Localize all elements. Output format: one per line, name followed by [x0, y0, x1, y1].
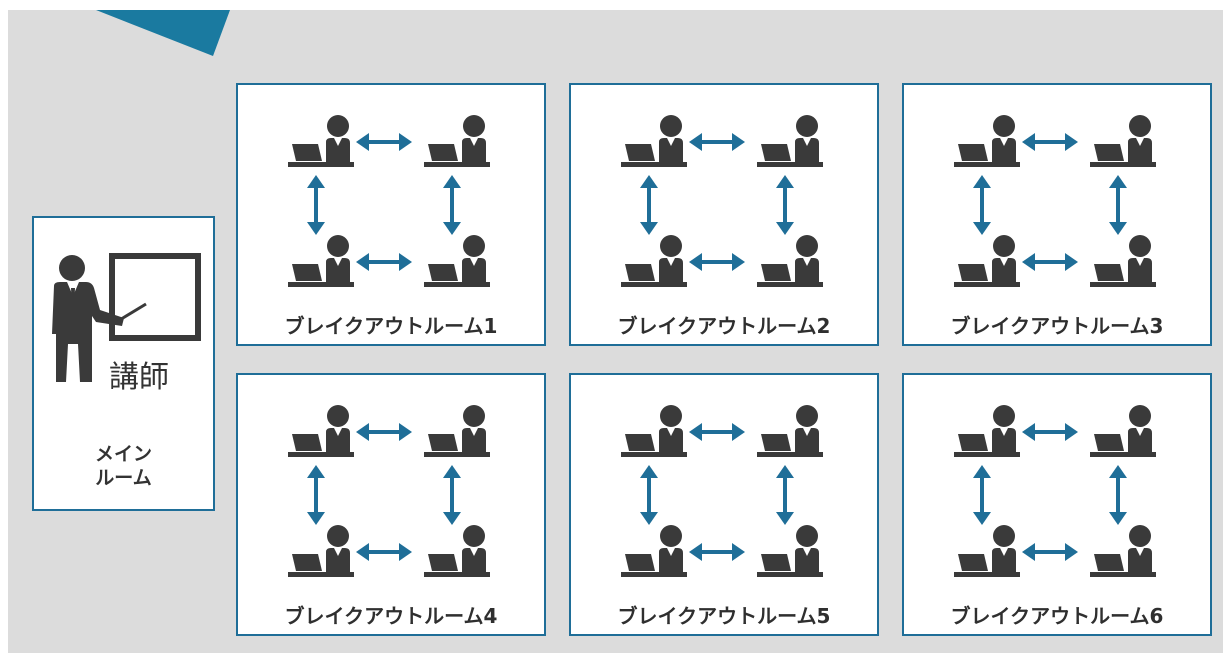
person-at-laptop-icon: [288, 525, 354, 577]
breakout-room-illustration: [954, 115, 1156, 287]
double-arrow-icon: [776, 175, 794, 235]
main-room-label-line2: ルーム: [95, 467, 152, 489]
breakout-room-label: ブレイクアウトルーム2: [617, 314, 831, 338]
double-arrow-icon: [1109, 175, 1127, 235]
person-at-laptop-icon: [424, 405, 490, 457]
person-at-laptop-icon: [954, 405, 1020, 457]
person-at-laptop-icon: [757, 235, 823, 287]
breakout-room-4: ブレイクアウトルーム4: [236, 373, 546, 636]
double-arrow-icon: [356, 253, 412, 271]
corner-triangle-decoration: [96, 10, 230, 56]
breakout-room-label: ブレイクアウトルーム3: [950, 314, 1164, 338]
double-arrow-icon: [689, 253, 745, 271]
breakout-room-label: ブレイクアウトルーム1: [284, 314, 498, 338]
breakout-room-5: ブレイクアウトルーム5: [569, 373, 879, 636]
person-at-laptop-icon: [288, 405, 354, 457]
person-at-laptop-icon: [1090, 115, 1156, 167]
person-at-laptop-icon: [757, 115, 823, 167]
double-arrow-icon: [640, 175, 658, 235]
breakout-room-illustration: [621, 405, 823, 577]
double-arrow-icon: [307, 465, 325, 525]
double-arrow-icon: [1109, 465, 1127, 525]
double-arrow-icon: [776, 465, 794, 525]
double-arrow-icon: [689, 423, 745, 441]
person-at-laptop-icon: [757, 405, 823, 457]
person-at-laptop-icon: [621, 115, 687, 167]
double-arrow-icon: [689, 133, 745, 151]
double-arrow-icon: [689, 543, 745, 561]
breakout-room-illustration: [288, 115, 490, 287]
breakout-room-illustration: [954, 405, 1156, 577]
double-arrow-icon: [1022, 253, 1078, 271]
person-at-laptop-icon: [621, 235, 687, 287]
breakout-room-label: ブレイクアウトルーム4: [284, 604, 498, 628]
person-at-laptop-icon: [954, 525, 1020, 577]
main-room-label-line1: メイン: [94, 443, 152, 465]
breakout-room-label: ブレイクアウトルーム5: [617, 604, 831, 628]
double-arrow-icon: [973, 175, 991, 235]
person-at-laptop-icon: [288, 115, 354, 167]
person-at-laptop-icon: [288, 235, 354, 287]
person-at-laptop-icon: [424, 235, 490, 287]
double-arrow-icon: [356, 543, 412, 561]
person-at-laptop-icon: [757, 525, 823, 577]
breakout-room-2: ブレイクアウトルーム2: [569, 83, 879, 346]
teacher-label: 講師: [109, 360, 169, 395]
breakout-room-label: ブレイクアウトルーム6: [950, 604, 1164, 628]
main-room-label: メイン ルーム: [34, 442, 213, 490]
double-arrow-icon: [640, 465, 658, 525]
diagram-canvas: 講師 メイン ルーム ブレイクアウトルーム1 ブレイクアウトルーム2 ブレイクア…: [8, 10, 1223, 653]
double-arrow-icon: [1022, 423, 1078, 441]
double-arrow-icon: [356, 423, 412, 441]
double-arrow-icon: [307, 175, 325, 235]
double-arrow-icon: [1022, 133, 1078, 151]
breakout-room-illustration: [621, 115, 823, 287]
person-at-laptop-icon: [954, 235, 1020, 287]
person-at-laptop-icon: [424, 115, 490, 167]
double-arrow-icon: [356, 133, 412, 151]
double-arrow-icon: [443, 465, 461, 525]
person-at-laptop-icon: [621, 525, 687, 577]
person-at-laptop-icon: [954, 115, 1020, 167]
breakout-room-6: ブレイクアウトルーム6: [902, 373, 1212, 636]
main-room: 講師 メイン ルーム: [32, 216, 215, 511]
double-arrow-icon: [1022, 543, 1078, 561]
breakout-room-3: ブレイクアウトルーム3: [902, 83, 1212, 346]
double-arrow-icon: [973, 465, 991, 525]
person-at-laptop-icon: [1090, 525, 1156, 577]
double-arrow-icon: [443, 175, 461, 235]
person-at-laptop-icon: [621, 405, 687, 457]
person-at-laptop-icon: [1090, 405, 1156, 457]
person-at-laptop-icon: [1090, 235, 1156, 287]
breakout-room-illustration: [288, 405, 490, 577]
teacher-with-board-icon: [52, 253, 201, 382]
breakout-room-1: ブレイクアウトルーム1: [236, 83, 546, 346]
person-at-laptop-icon: [424, 525, 490, 577]
